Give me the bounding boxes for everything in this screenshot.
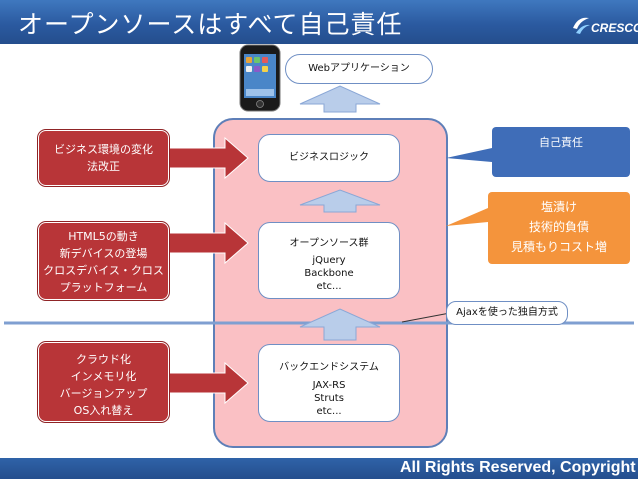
business-logic-label: ビジネスロジック [289,152,369,163]
web-application-box: Webアプリケーション [285,54,433,84]
responsibility-callout-text: 自己責任 [539,136,583,149]
slide-title: オープンソースはすべて自己責任 [18,10,403,39]
ajax-custom-method-box: Ajaxを使った独自方式 [446,301,568,325]
backend-system-item: JAX-RS [312,380,346,391]
risk-callout: 塩漬け 技術的負債 見積もりコスト増 [488,192,630,264]
business-change-driver-box: ビジネス環境の変化 法改正 [37,129,170,187]
backend-system-box: バックエンドシステム JAX-RS Struts etc... [258,344,400,422]
right-arrow-business [168,136,249,180]
open-source-item: Backbone [304,268,354,279]
driver-line: バージョンアップ [59,387,148,400]
driver-line: クラウド化 [76,353,131,366]
backend-system-title: バックエンドシステム [279,362,379,373]
html5-driver-box: HTML5の動き 新デバイスの登場 クロスデバイス・クロス プラットフォーム [37,221,170,301]
copyright-text: All Rights Reserved, Copyright © [400,459,638,476]
open-source-item: etc... [316,281,342,292]
logo-text: CRESCO [591,21,638,35]
driver-line: ビジネス環境の変化 [54,143,153,156]
cresco-logo: CRESCO [570,14,638,40]
risk-callout-pointer [446,208,488,226]
web-application-label: Webアプリケーション [308,63,410,74]
right-arrow-cloud [168,361,249,405]
open-source-box: オープンソース群 jQuery Backbone etc... [258,222,400,299]
driver-line: 法改正 [87,160,120,173]
footer-bar: All Rights Reserved, Copyright © [0,458,638,479]
risk-line: 見積もりコスト増 [510,240,607,254]
backend-system-item: Struts [314,393,344,404]
driver-line: 新デバイスの登場 [59,247,148,260]
up-arrow-web [299,85,381,113]
open-source-item: jQuery [312,255,346,266]
cresco-logo-icon [573,17,590,34]
driver-line: インメモリ化 [70,370,137,383]
backend-system-item: etc... [316,406,342,417]
business-logic-box: ビジネスロジック [258,134,400,182]
up-arrow-business [299,189,381,213]
driver-line: クロスデバイス・クロス [43,264,164,277]
risk-line: 技術的負債 [528,220,589,234]
ajax-custom-method-label: Ajaxを使った独自方式 [456,307,558,318]
responsibility-callout: 自己責任 [492,127,630,177]
responsibility-callout-pointer [446,148,492,162]
risk-line: 塩漬け [540,200,577,214]
up-arrow-backend [299,308,381,341]
smartphone-icon [238,44,282,112]
driver-line: HTML5の動き [68,230,139,243]
driver-line: プラットフォーム [59,281,148,294]
cloud-driver-box: クラウド化 インメモリ化 バージョンアップ OS入れ替え [37,341,170,423]
open-source-title: オープンソース群 [289,238,369,249]
ajax-pointer-line [401,312,451,323]
driver-line: OS入れ替え [73,404,134,417]
title-bar: オープンソースはすべて自己責任 CRESCO [0,0,638,44]
right-arrow-html5 [168,221,249,265]
